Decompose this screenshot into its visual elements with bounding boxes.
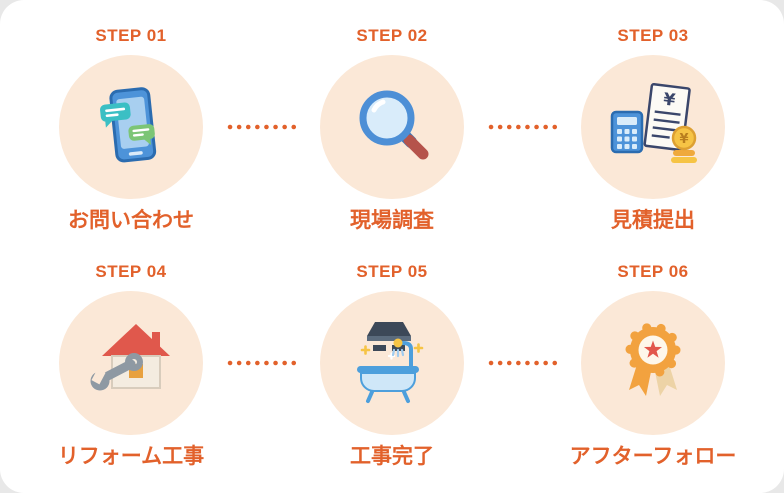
step-6-title: アフターフォロー: [569, 444, 737, 468]
step-3-label: STEP 03: [617, 26, 689, 45]
magnifier-icon: [347, 82, 437, 172]
phone-chat-icon: [86, 82, 176, 172]
step-2-circle: [320, 55, 464, 200]
step-3-title: 見積提出: [611, 209, 695, 233]
step-2-title: 現場調査: [350, 209, 434, 233]
step-6: STEP 06 アフターフォロー: [558, 262, 748, 470]
step-2: STEP 02 現場調査: [297, 26, 487, 234]
step-6-label: STEP 06: [617, 261, 689, 281]
step-4-title: リフォーム工事: [57, 444, 205, 468]
connector-2-3: [487, 124, 558, 130]
step-3: STEP 03 ¥: [558, 26, 748, 234]
flow-row-2: STEP 04 リフォーム工事: [36, 262, 748, 470]
step-5: STEP 05: [297, 262, 487, 470]
step-2-label: STEP 02: [356, 26, 428, 45]
step-6-circle: [581, 290, 725, 435]
bathtub-icon: [345, 318, 439, 408]
step-1-title: お問い合わせ: [68, 209, 194, 233]
step-5-circle: [320, 290, 464, 435]
step-1-label: STEP 01: [95, 26, 167, 45]
svg-text:¥: ¥: [662, 90, 676, 111]
step-4: STEP 04 リフォーム工事: [36, 262, 226, 470]
step-1: STEP 01: [36, 26, 226, 234]
step-5-label: STEP 05: [356, 261, 428, 281]
step-1-circle: [59, 55, 203, 200]
step-4-circle: [59, 290, 203, 435]
flow-row-1: STEP 01: [36, 26, 748, 234]
connector-4-5: [226, 360, 297, 366]
calculator-invoice-icon: ¥: [606, 82, 700, 172]
step-4-label: STEP 04: [95, 261, 167, 281]
house-wrench-icon: [84, 318, 178, 408]
medal-icon: [608, 318, 698, 408]
connector-5-6: [487, 360, 558, 366]
step-5-title: 工事完了: [350, 444, 434, 468]
step-3-circle: ¥: [581, 55, 725, 200]
svg-text:¥: ¥: [679, 132, 688, 147]
connector-1-2: [226, 124, 297, 130]
